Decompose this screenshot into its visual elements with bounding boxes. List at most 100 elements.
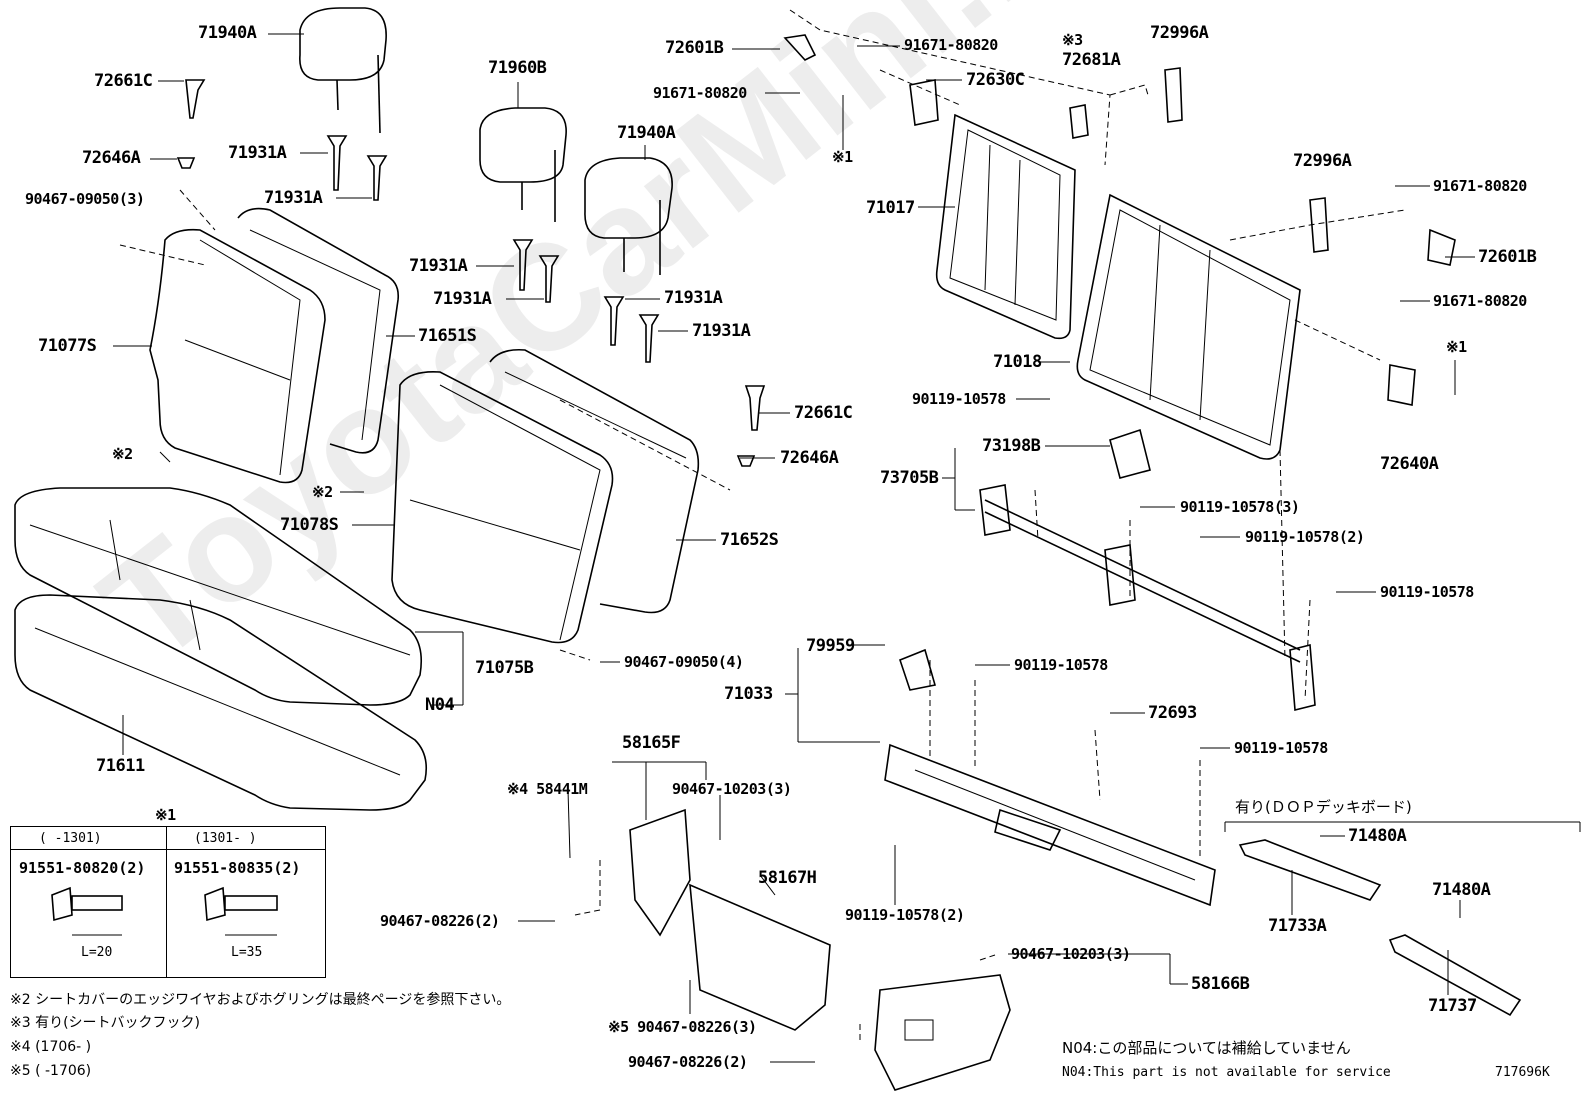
label-71033: 71033 [724, 684, 773, 704]
label-72601B-right: 72601B [1478, 247, 1537, 267]
bolt-col1-part: 91551-80820(2) [19, 859, 146, 877]
panel-58166B [874, 974, 1011, 1091]
label-71651S: 71651S [418, 326, 477, 346]
label-90119-10578-2: 90119-10578(2) [1245, 528, 1365, 546]
label-71017: 71017 [866, 198, 915, 218]
bolt-col2-length: L=35 [231, 945, 263, 960]
bolt-col1-range: ( -1301) [39, 831, 102, 846]
hinge-brackets [783, 34, 1456, 406]
label-90467-08226-2a: 90467-08226(2) [380, 912, 500, 930]
label-91671-80820-3: 91671-80820 [1433, 177, 1527, 195]
label-72693: 72693 [1148, 703, 1197, 723]
dop-deck-board-heading: 有り(ＤＯＰデッキボード) [1235, 798, 1412, 816]
label-72681A: 72681A [1062, 50, 1121, 70]
label-91671-80820-2: 91671-80820 [653, 84, 747, 102]
label-72646A-mid: 72646A [780, 448, 839, 468]
label-71931A-5: 71931A [664, 288, 723, 308]
label-90119-10578-b: 90119-10578 [1380, 583, 1474, 601]
label-71940A-top: 71940A [198, 23, 257, 43]
headrest-guides [176, 79, 766, 467]
label-72646A-left: 72646A [82, 148, 141, 168]
bolt-table-col-2: (1301- ) 91551-80835(2) L=35 [166, 827, 324, 977]
label-71737: 71737 [1428, 996, 1477, 1016]
bolt-col2-part: 91551-80835(2) [174, 859, 301, 877]
label-58167H: 58167H [758, 868, 817, 888]
seatback-left [149, 207, 400, 484]
label-72640A: 72640A [1380, 454, 1439, 474]
label-90119-10578-d: 90119-10578 [1234, 739, 1328, 757]
bolt-table-mark: ※1 [155, 806, 176, 824]
label-mark1-a: ※1 [832, 148, 853, 166]
label-71931A-3: 71931A [409, 256, 468, 276]
label-mark3: ※3 [1062, 31, 1083, 49]
bolt-col1-length: L=20 [81, 945, 113, 960]
label-90119-10578-c: 90119-10578 [1014, 656, 1108, 674]
label-71018: 71018 [993, 352, 1042, 372]
label-71480A-2: 71480A [1432, 880, 1491, 900]
label-72996A-right: 72996A [1293, 151, 1352, 171]
label-71075B: 71075B [475, 658, 534, 678]
headrest-71960B [479, 107, 567, 222]
headrest-71940A-mid [584, 157, 673, 275]
label-71733A: 71733A [1268, 916, 1327, 936]
label-mark2-b: ※2 [312, 483, 333, 501]
label-71931A-4: 71931A [433, 289, 492, 309]
label-90467-09050-4: 90467-09050(4) [624, 653, 744, 671]
footnote-4: ※4 (1706- ) [10, 1039, 92, 1055]
note-n04-en: N04:This part is not available for servi… [1062, 1065, 1391, 1080]
label-73198B: 73198B [982, 436, 1041, 456]
panel-58167H [689, 883, 831, 1031]
deck-board-plates [1224, 821, 1581, 1017]
label-79959: 79959 [806, 636, 855, 656]
label-72661C-mid: 72661C [794, 403, 853, 423]
label-91671-80820-4: 91671-80820 [1433, 292, 1527, 310]
label-90467-10203-3b: 90467-10203(3) [1011, 945, 1131, 963]
label-91671-80820-1: 91671-80820 [904, 36, 998, 54]
label-mark2-a: ※2 [112, 445, 133, 463]
label-90119-10578-2b: 90119-10578(2) [845, 906, 965, 924]
diagram-id: 717696K [1495, 1065, 1550, 1080]
panel-58165F [629, 808, 691, 937]
label-90467-08226-2b: 90467-08226(2) [628, 1053, 748, 1071]
bolt-col2-range: (1301- ) [194, 831, 257, 846]
assembly-dashed-lines [119, 9, 1406, 1040]
label-90467-09050-3: 90467-09050(3) [25, 190, 145, 208]
label-71652S: 71652S [720, 530, 779, 550]
label-71931A-1: 71931A [228, 143, 287, 163]
label-72996A-top: 72996A [1150, 23, 1209, 43]
label-71078S: 71078S [280, 515, 339, 535]
label-71960B: 71960B [488, 58, 547, 78]
headrest-71940A-top [299, 7, 387, 134]
label-90119-10578-3: 90119-10578(3) [1180, 498, 1300, 516]
tray-71033 [884, 648, 1216, 907]
seat-cushion [14, 487, 428, 811]
label-58165F: 58165F [622, 733, 681, 753]
label-71931A-6: 71931A [692, 321, 751, 341]
label-90467-10203-3a: 90467-10203(3) [672, 780, 792, 798]
label-71611: 71611 [96, 756, 145, 776]
label-mark1-b: ※1 [1446, 338, 1467, 356]
bolt-table: ( -1301) 91551-80820(2) L=20 (1301- ) 91… [10, 826, 326, 978]
bolt-table-col-1: ( -1301) 91551-80820(2) L=20 [11, 827, 166, 977]
label-72661C-left: 72661C [94, 71, 153, 91]
frame-71017 [935, 113, 1076, 340]
label-58166B: 58166B [1191, 974, 1250, 994]
footnote-3: ※3 有り(シートバックフック) [10, 1015, 201, 1031]
frame-73705B [979, 428, 1316, 712]
table-bolt-drawings [51, 886, 278, 936]
label-73705B: 73705B [880, 468, 939, 488]
leader-lines [113, 33, 1475, 1063]
frame-71018 [1076, 193, 1301, 460]
label-71940A-mid: 71940A [617, 123, 676, 143]
label-N04: N04 [425, 695, 455, 715]
label-58441M: ※4 58441M [507, 780, 588, 798]
label-90467-08226-3: ※5 90467-08226(3) [608, 1018, 757, 1036]
label-71077S: 71077S [38, 336, 97, 356]
seatback-right [391, 348, 700, 644]
label-71931A-2: 71931A [264, 188, 323, 208]
label-71480A-1: 71480A [1348, 826, 1407, 846]
label-90119-10578-a: 90119-10578 [912, 390, 1006, 408]
footnote-5: ※5 ( -1706) [10, 1063, 92, 1079]
